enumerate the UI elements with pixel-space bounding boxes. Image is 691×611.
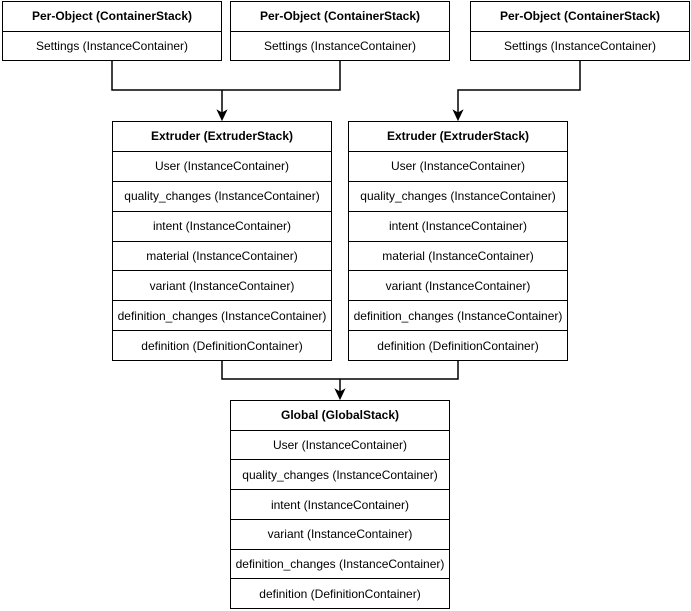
row-definition-changes: definition_changes (InstanceContainer)	[231, 548, 449, 579]
row-quality-changes: quality_changes (InstanceContainer)	[231, 459, 449, 489]
per-object-stack-1: Per-Object (ContainerStack) Settings (In…	[2, 1, 222, 61]
arrowhead-extruder-left	[216, 109, 228, 122]
stack-title: Extruder (ExtruderStack)	[150, 129, 294, 144]
extruder-stack-right: Extruder (ExtruderStack) User (InstanceC…	[348, 121, 568, 361]
stack-title: Per-Object (ContainerStack)	[499, 9, 661, 24]
row-quality-changes: quality_changes (InstanceContainer)	[113, 180, 331, 211]
row-material: material (InstanceContainer)	[113, 240, 331, 271]
row-definition-changes: definition_changes (InstanceContainer)	[113, 300, 331, 330]
row-user: User (InstanceContainer)	[349, 150, 567, 181]
row-settings: Settings (InstanceContainer)	[3, 30, 221, 61]
connector-extruders-to-global	[221, 361, 459, 380]
row-user: User (InstanceContainer)	[113, 150, 331, 181]
per-object-stack-2: Per-Object (ContainerStack) Settings (In…	[230, 1, 450, 61]
row-settings: Settings (InstanceContainer)	[471, 30, 689, 61]
row-definition-changes: definition_changes (InstanceContainer)	[349, 300, 567, 330]
extruder-stack-left: Extruder (ExtruderStack) User (InstanceC…	[112, 121, 332, 361]
row-intent: intent (InstanceContainer)	[231, 489, 449, 519]
row-definition: definition (DefinitionContainer)	[113, 330, 331, 360]
global-stack: Global (GlobalStack) User (InstanceConta…	[230, 400, 450, 609]
row-material: material (InstanceContainer)	[349, 240, 567, 271]
row-quality-changes: quality_changes (InstanceContainer)	[349, 180, 567, 211]
arrowhead-global	[334, 388, 346, 401]
row-variant: variant (InstanceContainer)	[113, 270, 331, 300]
stack-title: Extruder (ExtruderStack)	[386, 129, 530, 144]
stack-title: Per-Object (ContainerStack)	[259, 9, 421, 24]
row-variant: variant (InstanceContainer)	[231, 518, 449, 549]
row-user: User (InstanceContainer)	[231, 429, 449, 460]
row-intent: intent (InstanceContainer)	[349, 210, 567, 241]
connector-perobject3-to-extruder-right	[457, 61, 581, 113]
per-object-stack-3: Per-Object (ContainerStack) Settings (In…	[470, 1, 690, 61]
arrowhead-extruder-right	[452, 109, 464, 122]
row-intent: intent (InstanceContainer)	[113, 210, 331, 241]
row-definition: definition (DefinitionContainer)	[231, 578, 449, 608]
row-variant: variant (InstanceContainer)	[349, 270, 567, 300]
row-definition: definition (DefinitionContainer)	[349, 330, 567, 360]
row-settings: Settings (InstanceContainer)	[231, 30, 449, 61]
connector-perobject1-perobject2-to-extruder-left	[111, 61, 341, 91]
stack-title: Global (GlobalStack)	[280, 408, 400, 423]
stack-title: Per-Object (ContainerStack)	[31, 9, 193, 24]
